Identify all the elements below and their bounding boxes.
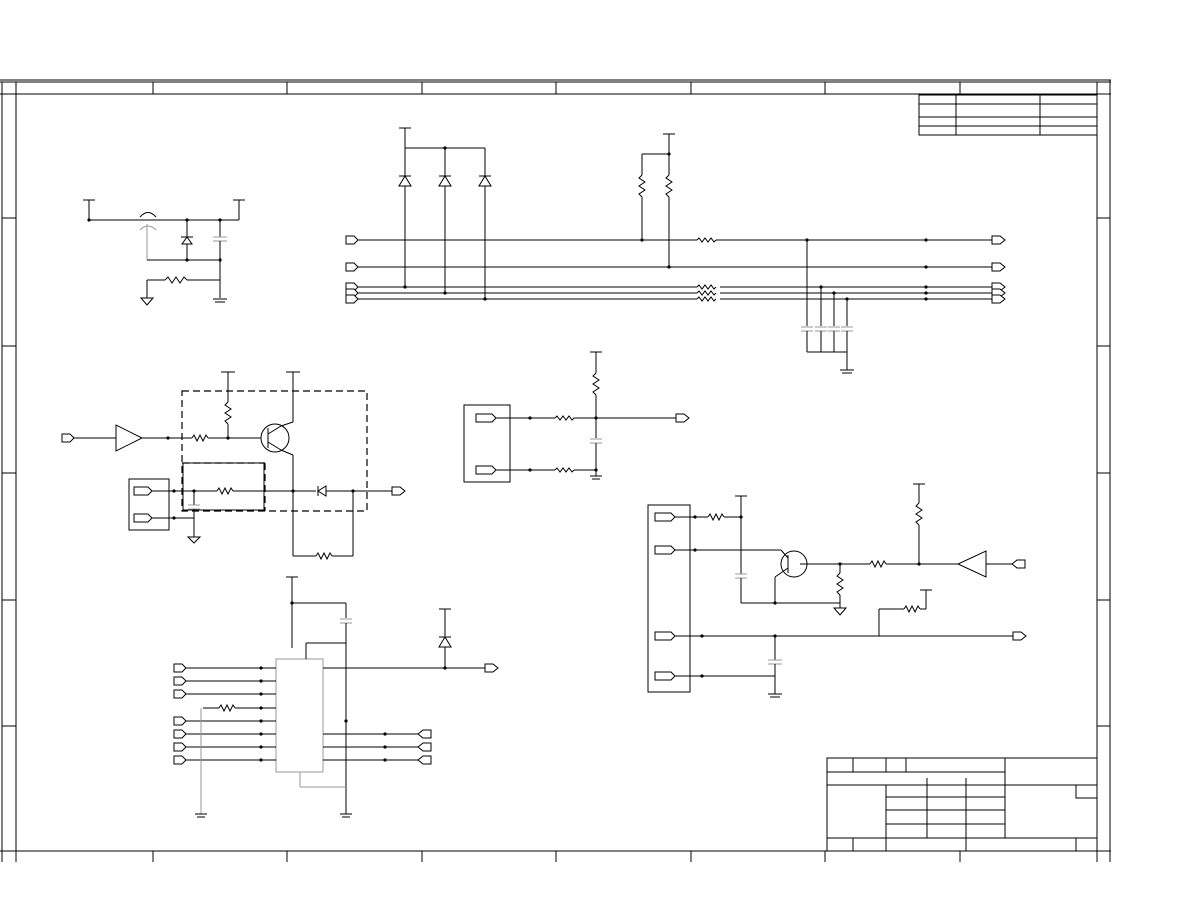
ic-block: [173, 576, 499, 818]
revision-block: [918, 94, 1098, 136]
diode-array: [398, 148, 492, 299]
power-filter-block: [83, 199, 245, 306]
title-block: [826, 757, 1098, 852]
bus-protection-block: [345, 127, 1006, 374]
drawing-frame: [0, 79, 1111, 862]
interface-connector-block: [647, 483, 1027, 698]
rc-filter-block: [463, 351, 690, 483]
transistor-driver-block: [61, 371, 406, 561]
